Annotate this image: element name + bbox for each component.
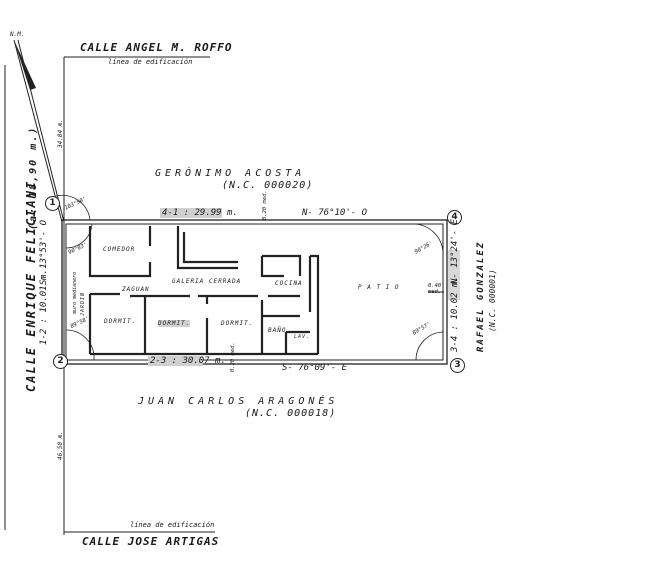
street-south-label: CALLE JOSE ARTIGAS [82,535,220,548]
street-north-label: CALLE ANGEL M. ROFFO [80,41,233,54]
room-patio: P A T I O [358,284,400,291]
angle-arcs [55,194,444,361]
north-arrow-icon [13,39,65,223]
building-line-north: línea de edificación [108,58,193,66]
neighbor-east-name: RAFAEL GONZALEZ [476,240,486,352]
south-wall-offset: 0.20 med. [230,342,236,372]
side-1-2-bearing: S- 13°53'- O [39,219,49,285]
side-3-4-bearing: N- 13°24'- E [450,218,460,284]
neighbor-north-name: GERÓNIMO ACOSTA [155,168,306,179]
room-jardin: JARDIN [80,291,86,316]
room-dormit-1: DORMIT. [104,318,137,325]
side-1-4-length: 4-1 : 29.99 m. [162,208,238,218]
side-1-4-bearing: N- 76°10'- O [302,208,368,218]
street-west-width: (a: 18,90 m.) [28,125,39,230]
lot-boundary [61,219,448,365]
marker-1: 1 [45,196,60,211]
neighbor-south-nc: (N.C. 000018) [245,408,337,419]
side-1-4-highlight [160,208,222,218]
room-lav: LAV. [294,334,311,340]
interior-walls [88,226,320,356]
neighbor-north-nc: (N.C. 000020) [222,180,314,191]
room-comedor: COMEDOR [103,246,136,253]
room-bano: BAÑO [268,327,287,334]
side-3-4-highlight [448,250,460,300]
east-wall-offset: 0.40 med. [428,283,442,295]
side-2-3-bearing: S- 76°09'- E [282,363,348,373]
south-corner-distance: 46.50 m. [57,431,64,460]
north-corner-distance: 34.84 m. [57,119,64,148]
side-2-3-highlight [148,356,203,366]
marker-4: 4 [447,210,462,225]
building-line-south: línea de edificación [130,521,215,529]
neighbor-south-name: JUAN CARLOS ARAGONÉS [138,396,339,407]
room-dormit-3: DORMIT. [221,320,254,327]
north-arrow-label: N.M. [10,31,25,38]
neighbor-east-nc: (N.C. 000001) [488,269,497,332]
marker-2: 2 [53,354,68,369]
north-wall-offset: 0.20 med. [262,190,268,220]
room-galeria: GALERIA CERRADA [172,278,242,285]
room-cocina: COCINA [275,280,303,287]
west-wall-offset: muro medianero [72,271,78,314]
room-dormit-2: DORMIT. [158,320,191,327]
marker-3: 3 [450,358,465,373]
side-2-3-length: 2-3 : 30.07 m. [150,356,226,366]
side-3-4-length: 3-4 : 10.02 m. [450,276,460,352]
room-zaguan: ZAGUAN [122,286,150,293]
